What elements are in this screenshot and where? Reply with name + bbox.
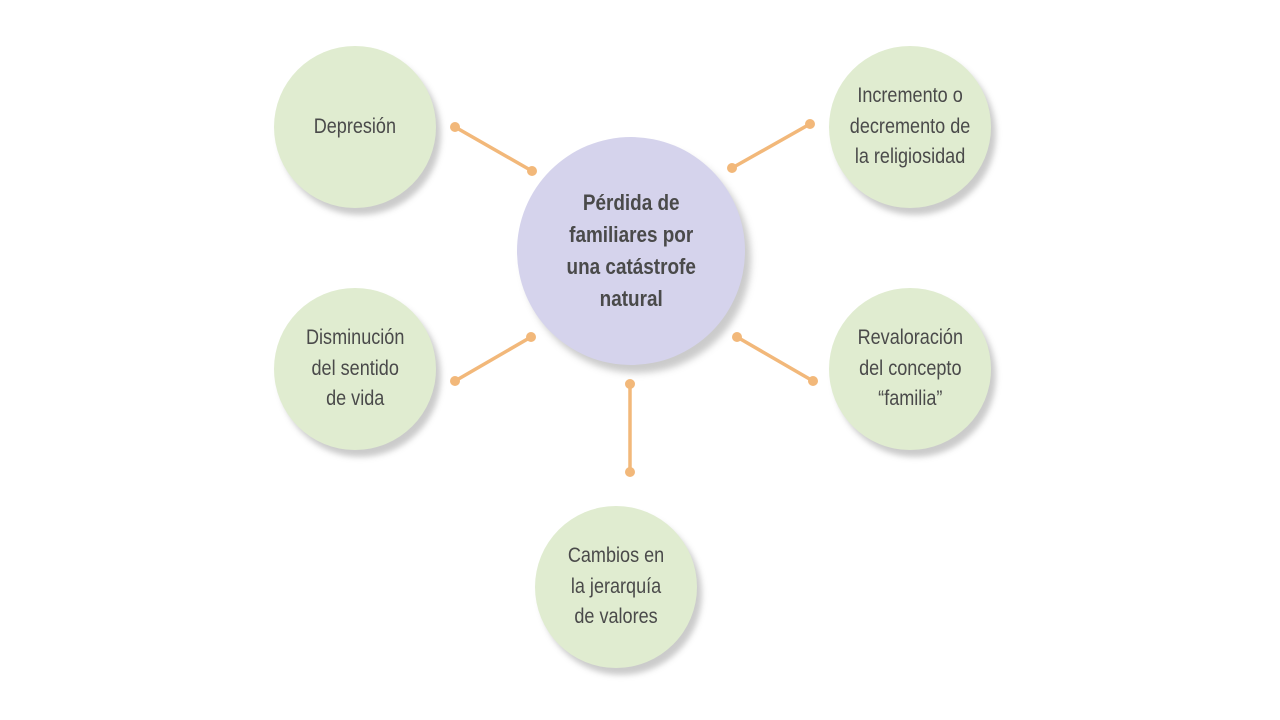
central-node-label: Pérdida de familiares por una catástrofe… — [566, 190, 696, 311]
connector-valores — [625, 379, 635, 477]
connector-familia — [732, 332, 818, 386]
node-sentido-vida: Disminución del sentido de vida — [274, 288, 436, 450]
connector-depresion — [450, 122, 537, 176]
node-valores: Cambios en la jerarquía de valores — [535, 506, 697, 668]
node-valores-label: Cambios en la jerarquía de valores — [567, 544, 665, 629]
central-node: Pérdida de familiares por una catástrofe… — [517, 137, 745, 365]
node-religiosidad-label: Incremento o decremento de la religiosid… — [849, 84, 971, 169]
node-depresion-label: Depresión — [313, 114, 397, 138]
node-familia-label: Revaloración del concepto “familia” — [857, 326, 963, 411]
node-familia: Revaloración del concepto “familia” — [829, 288, 991, 450]
node-depresion: Depresión — [274, 46, 436, 208]
connector-sentido-vida — [450, 332, 536, 386]
node-religiosidad: Incremento o decremento de la religiosid… — [829, 46, 991, 208]
connector-religiosidad — [727, 119, 815, 173]
node-sentido-vida-label: Disminución del sentido de vida — [305, 326, 405, 411]
